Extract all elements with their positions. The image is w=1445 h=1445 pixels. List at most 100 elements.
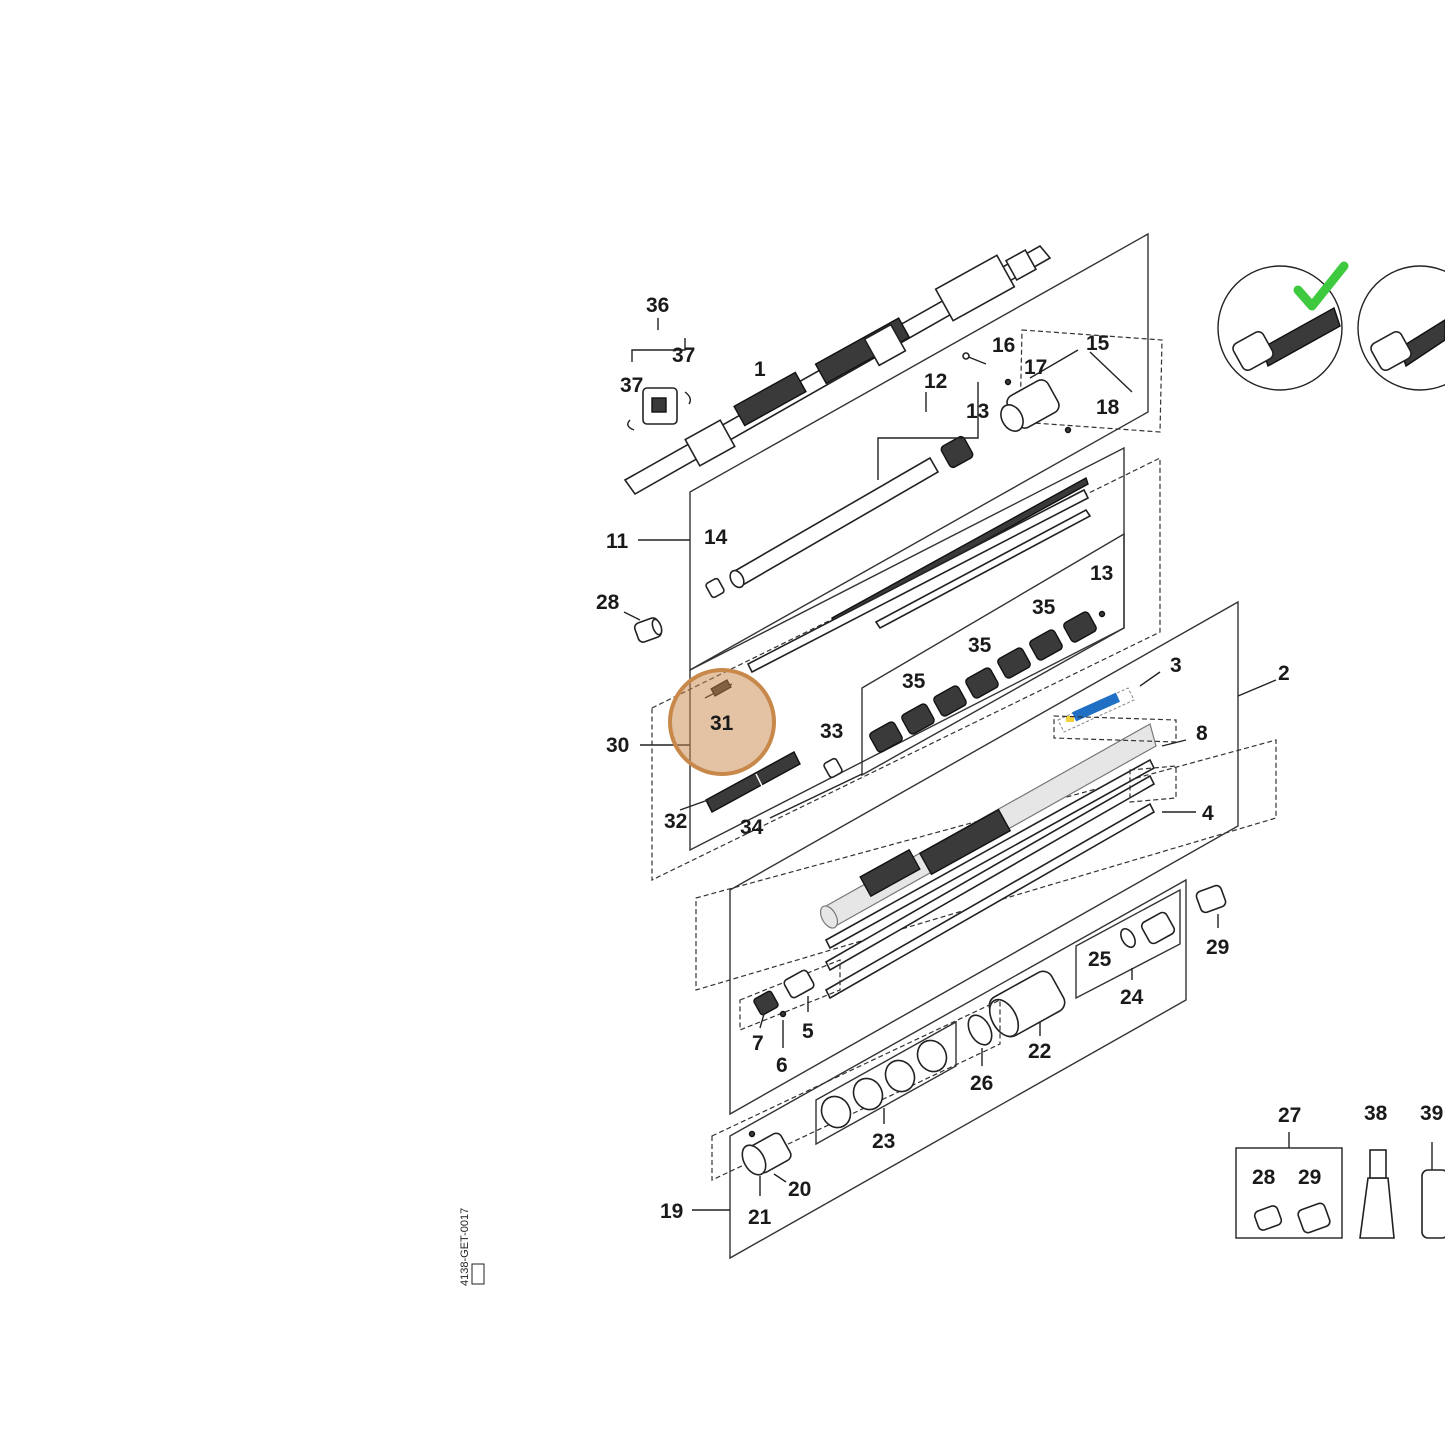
frame-35 — [861, 532, 1125, 777]
label-part-24: 24 — [1120, 986, 1144, 1009]
housing-part-22[interactable] — [984, 968, 1068, 1042]
cap-part-33[interactable] — [823, 757, 843, 779]
bracket-12 — [877, 382, 979, 480]
label-part-13-right: 13 — [1090, 562, 1113, 585]
label-part-14: 14 — [704, 526, 728, 549]
sleeve-part-28-kit[interactable] — [1253, 1204, 1283, 1231]
label-part-17: 17 — [1024, 356, 1047, 379]
label-part-16: 16 — [992, 334, 1015, 357]
clamp-part-36[interactable] — [627, 387, 692, 431]
label-part-7: 7 — [752, 1032, 764, 1055]
tube-part-12[interactable] — [727, 456, 940, 590]
label-part-31: 31 — [710, 712, 734, 735]
label-part-13-top: 13 — [966, 400, 989, 423]
bottle-part-39[interactable] — [1421, 1142, 1445, 1239]
ring-set-part-23[interactable] — [816, 1035, 952, 1133]
frame-19 — [729, 878, 1187, 1260]
sticker-part-3[interactable] — [1057, 687, 1135, 733]
label-part-29-kit: 29 — [1298, 1166, 1321, 1189]
drive-shaft-part-1[interactable] — [623, 244, 1052, 496]
label-part-12: 12 — [924, 370, 947, 393]
drawing-code-box — [471, 1263, 485, 1285]
label-part-28-kit: 28 — [1252, 1166, 1276, 1189]
checkmark-icon — [1293, 261, 1349, 311]
coupling-part-24[interactable] — [1118, 911, 1176, 950]
leader-32 — [679, 799, 709, 811]
ring-part-26[interactable] — [963, 1011, 996, 1049]
label-part-30: 30 — [606, 734, 629, 757]
label-part-6: 6 — [776, 1054, 788, 1077]
bearing-set-part-35[interactable] — [868, 610, 1106, 754]
leader-20 — [773, 1173, 787, 1183]
leader-3 — [1139, 671, 1161, 687]
leader-15b — [1089, 351, 1133, 393]
label-part-32: 32 — [664, 810, 687, 833]
label-part-38: 38 — [1364, 1102, 1388, 1125]
rod-part-11[interactable] — [746, 476, 1092, 674]
bushing-part-5[interactable] — [783, 969, 815, 999]
rails-part-4[interactable] — [824, 758, 1156, 1000]
cap-part-21[interactable] — [737, 1131, 793, 1179]
label-part-8: 8 — [1196, 722, 1208, 745]
needle-bearing-part-13-top[interactable] — [940, 435, 974, 469]
sleeve-part-28[interactable] — [633, 616, 663, 643]
label-part-3: 3 — [1170, 654, 1182, 677]
label-part-25: 25 — [1088, 948, 1112, 971]
zoom-circle-correct — [1217, 261, 1349, 391]
label-part-39: 39 — [1420, 1102, 1443, 1125]
label-part-23: 23 — [872, 1130, 895, 1153]
leader-34 — [769, 773, 863, 819]
leader-15 — [1029, 349, 1079, 379]
label-part-20: 20 — [788, 1178, 811, 1201]
label-part-22: 22 — [1028, 1040, 1051, 1063]
zoom-circle-alternate — [1357, 265, 1445, 391]
label-part-28-left: 28 — [596, 591, 620, 614]
label-part-33: 33 — [820, 720, 843, 743]
frame-dashed-7 — [739, 959, 841, 1031]
ring-part-6[interactable] — [779, 1010, 787, 1018]
sleeve-part-29-kit[interactable] — [1297, 1202, 1332, 1234]
sleeve-part-14[interactable] — [705, 577, 725, 599]
label-part-36: 36 — [646, 294, 669, 317]
label-part-37-left: 37 — [620, 374, 643, 397]
frame-upper — [689, 232, 1149, 672]
label-part-37-right: 37 — [672, 344, 695, 367]
shaft-part-32-34[interactable] — [705, 751, 801, 813]
leader-28a — [623, 611, 641, 621]
bushing-part-15[interactable] — [996, 377, 1061, 435]
label-part-21: 21 — [748, 1206, 772, 1229]
label-part-27: 27 — [1278, 1104, 1301, 1127]
frame-dashed-19 — [711, 999, 1001, 1181]
frame-dashed-2 — [695, 739, 1277, 991]
label-part-1: 1 — [754, 358, 766, 381]
label-part-4: 4 — [1202, 802, 1214, 825]
screw-part-20[interactable] — [748, 1130, 756, 1138]
frame-24 — [1075, 888, 1181, 1000]
label-part-29-middle: 29 — [1206, 936, 1229, 959]
label-part-19: 19 — [660, 1200, 683, 1223]
bearing-part-7[interactable] — [753, 990, 779, 1016]
label-part-15: 15 — [1086, 332, 1110, 355]
label-part-35-c: 35 — [1032, 596, 1056, 619]
label-part-5: 5 — [802, 1020, 814, 1043]
drawing-code: 4138-GET-0017 — [459, 1208, 471, 1286]
nut-part-18[interactable] — [1064, 426, 1072, 434]
highlight-circle-31 — [668, 668, 776, 776]
frame-23 — [815, 1020, 957, 1146]
leader-7 — [759, 1013, 765, 1029]
grease-tube-part-38[interactable] — [1359, 1149, 1395, 1239]
leader-8 — [1161, 739, 1187, 747]
screw-part-16[interactable] — [962, 352, 987, 365]
label-part-26: 26 — [970, 1072, 993, 1095]
label-part-11: 11 — [606, 530, 629, 553]
sleeve-part-29[interactable] — [1195, 884, 1227, 914]
tube-part-8[interactable] — [817, 723, 1157, 931]
frame-2 — [729, 600, 1239, 1116]
label-part-34: 34 — [740, 816, 764, 839]
washer-part-17[interactable] — [1004, 378, 1012, 386]
bracket-36 — [631, 338, 686, 362]
label-part-35-b: 35 — [968, 634, 992, 657]
label-part-2: 2 — [1278, 662, 1290, 685]
label-part-35-a: 35 — [902, 670, 926, 693]
